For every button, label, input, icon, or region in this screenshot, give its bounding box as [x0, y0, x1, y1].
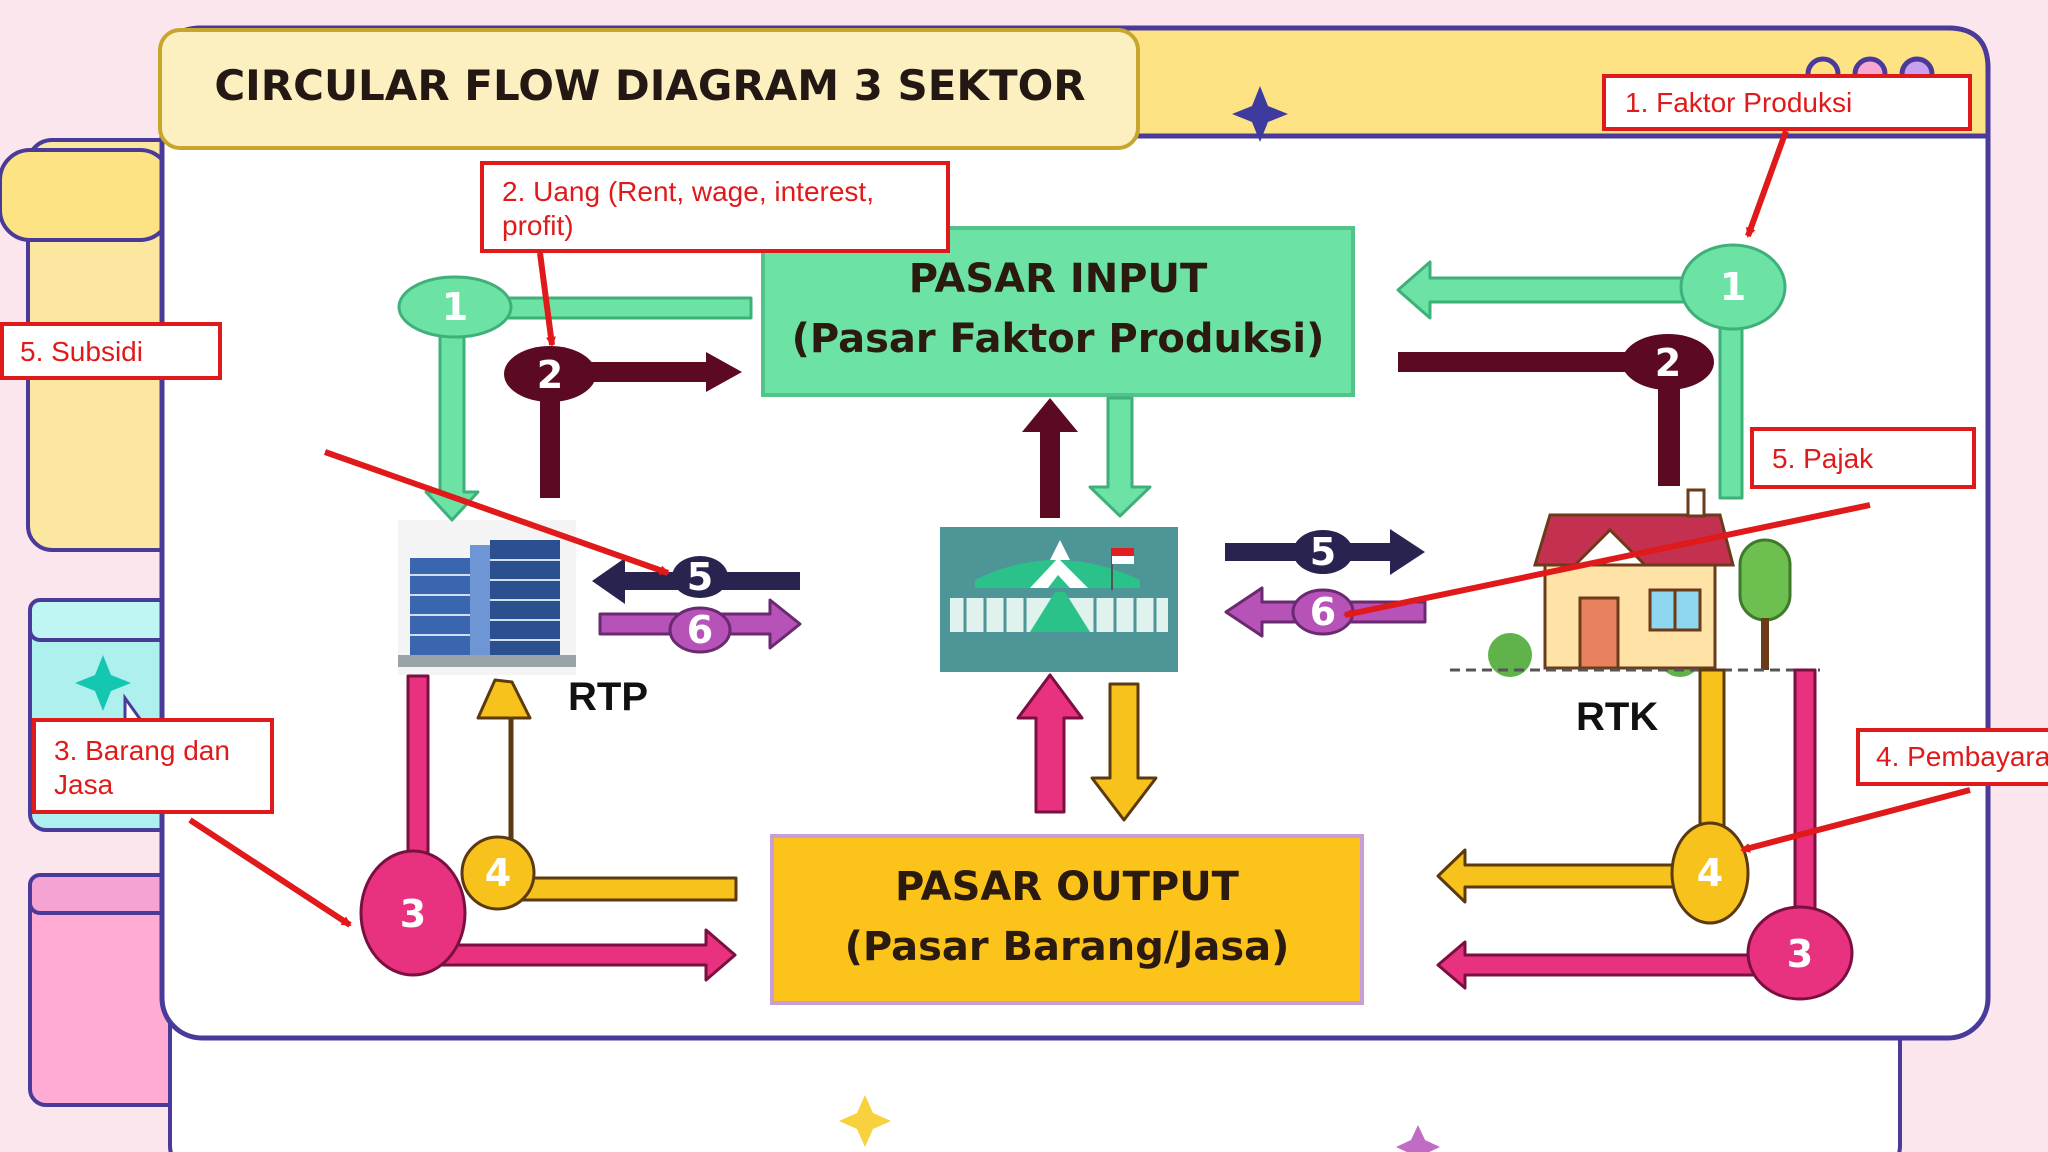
pasar-input-box: PASAR INPUT (Pasar Faktor Produksi) [761, 226, 1355, 397]
svg-text:4: 4 [1697, 851, 1723, 895]
svg-text:profit): profit) [502, 210, 574, 241]
svg-text:2. Uang (Rent, wage, interest,: 2. Uang (Rent, wage, interest, [502, 176, 874, 207]
pointer-arrows [188, 129, 1971, 928]
pasar-input-subtitle: (Pasar Faktor Produksi) [792, 316, 1325, 362]
annotation-pajak [1750, 427, 1976, 489]
flow-circle-3-right [1746, 905, 1854, 1001]
flow-circle-2-left [504, 346, 596, 402]
svg-text:2: 2 [1655, 341, 1681, 385]
flow-arrow-gov-to-output [1090, 682, 1158, 822]
annotation-subsidi [0, 322, 222, 380]
svg-text:Jasa: Jasa [54, 769, 114, 800]
rtk-label: RTK [1576, 695, 1658, 739]
annotation-pembayaran [1856, 728, 2048, 786]
flow-circles: 1 2 1 2 5 6 5 6 3 4 4 3 [359, 243, 1854, 1001]
flow-arrow-pembayaran-rtp [476, 678, 738, 902]
pasar-output-box: PASAR OUTPUT (Pasar Barang/Jasa) [770, 834, 1364, 1005]
sparkle-icon [75, 655, 131, 711]
pointer-pembayaran [1740, 787, 1971, 853]
page-title: CIRCULAR FLOW DIAGRAM 3 SEKTOR [214, 61, 1085, 110]
title-tab: CIRCULAR FLOW DIAGRAM 3 SEKTOR [158, 28, 1140, 150]
svg-text:3: 3 [1787, 932, 1813, 976]
flow-arrow-gov-to-input [1022, 398, 1078, 518]
flow-arrow-output-to-gov [1016, 673, 1084, 814]
flow-arrow-input-to-gov [1088, 396, 1152, 518]
flow-circle-4-right [1670, 821, 1750, 925]
sparkle-icon [839, 1095, 891, 1147]
svg-text:5: 5 [687, 555, 713, 599]
pasar-output-subtitle: (Pasar Barang/Jasa) [845, 924, 1290, 970]
flow-circle-6-left [668, 606, 732, 654]
flow-circle-5-right [1293, 530, 1353, 574]
annotation-faktor-produksi [1602, 74, 1972, 131]
flow-circle-5-left [672, 556, 728, 598]
rtp-label: RTP [568, 675, 648, 719]
svg-text:1: 1 [1720, 265, 1746, 309]
svg-text:6: 6 [1310, 590, 1336, 634]
pasar-output-title: PASAR OUTPUT [895, 864, 1240, 910]
government-building-icon [940, 527, 1178, 672]
svg-text:6: 6 [687, 608, 713, 652]
pasar-input-title: PASAR INPUT [909, 256, 1208, 302]
svg-text:2: 2 [537, 353, 563, 397]
flow-circle-1-left [397, 275, 513, 339]
svg-text:5. Subsidi: 5. Subsidi [20, 336, 143, 367]
pointer-faktor [1745, 129, 1789, 238]
flow-circle-4-left [460, 835, 536, 911]
pointer-uang [537, 252, 556, 347]
pointer-barang [188, 817, 352, 928]
svg-text:3: 3 [400, 892, 426, 936]
annotation-barang-jasa [32, 718, 274, 814]
svg-text:5: 5 [1310, 530, 1336, 574]
pointer-subsidi [324, 449, 670, 576]
svg-text:4: 4 [485, 851, 511, 895]
svg-text:4. Pembayara: 4. Pembayara [1876, 741, 2048, 772]
flow-circle-1-right [1679, 243, 1787, 331]
annotation-uang [480, 161, 950, 253]
svg-text:1: 1 [442, 285, 468, 329]
rtp-building-icon [398, 520, 576, 675]
sparkle-icon [1396, 1125, 1440, 1152]
svg-text:3. Barang dan: 3. Barang dan [54, 735, 230, 766]
annotations: 1. Faktor Produksi 2. Uang (Rent, wage, … [0, 74, 2048, 814]
rtk-house-icon [1450, 488, 1820, 677]
svg-text:1. Faktor Produksi: 1. Faktor Produksi [1625, 87, 1852, 118]
flow-circle-2-right [1622, 334, 1714, 390]
pointer-pajak [1343, 502, 1871, 619]
svg-text:5. Pajak: 5. Pajak [1772, 443, 1874, 474]
flow-circle-3-left [359, 849, 467, 977]
sparkle-icon [1232, 86, 1288, 142]
